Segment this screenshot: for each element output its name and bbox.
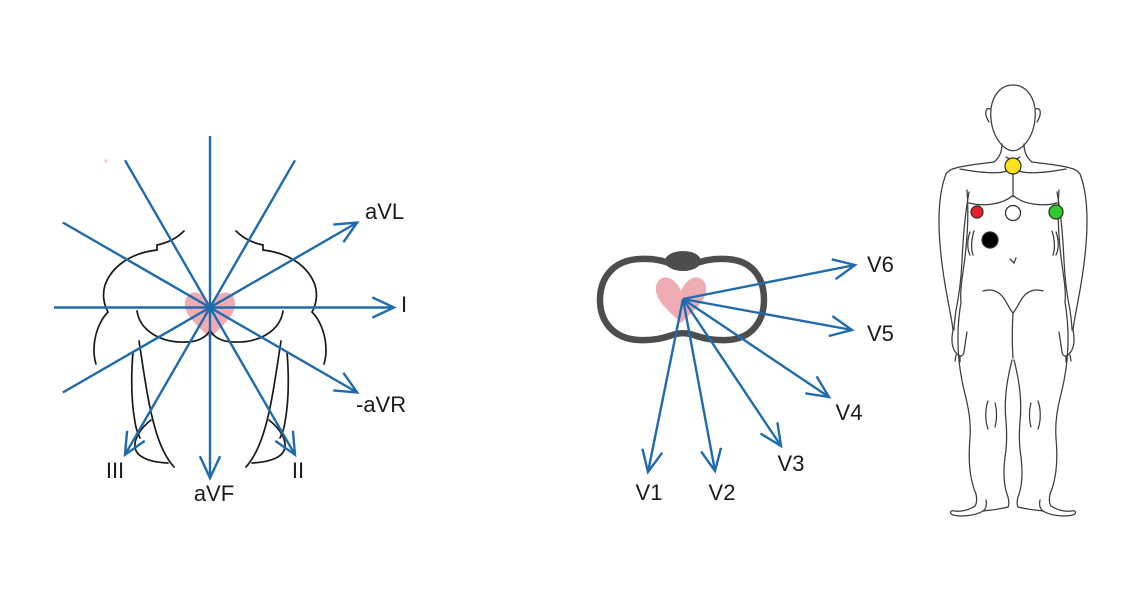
lead-arrow-v1: V1 [636, 298, 685, 505]
lead-arrow-v2: V2 [681, 298, 736, 505]
lead-label-v6: V6 [867, 252, 894, 277]
lead-arrow-v5: V5 [682, 297, 894, 346]
lead-label-avf: aVF [194, 481, 234, 506]
lead-label-avl: aVL [365, 199, 404, 224]
arrowhead [333, 221, 360, 243]
lead-label-i: I [401, 292, 407, 317]
lead-axis-neg-avr: -aVR [62, 221, 406, 417]
arrowhead [700, 447, 723, 474]
lead-arrow-v3: V3 [682, 298, 805, 476]
lead-label-iii: III [106, 458, 124, 483]
lead-label-ii: II [292, 458, 304, 483]
precordial-arrows: V1 V2 V3 V4 V5 [636, 252, 894, 505]
heart-icon [655, 277, 707, 323]
electrode-black [981, 231, 999, 249]
hexaxial-diagram: aVL I -aVR II aVF [54, 136, 407, 506]
arrowhead [828, 315, 855, 338]
arrowhead [198, 455, 222, 481]
lead-arrow-v6: V6 [682, 252, 894, 301]
lead-label-v3: V3 [778, 451, 805, 476]
arrowhead [371, 296, 397, 319]
lead-label-neg-avr: -aVR [356, 392, 406, 417]
arrowhead [831, 258, 858, 281]
lead-axis-i: I [54, 292, 407, 319]
lead-arrow-v4: V4 [682, 298, 863, 425]
electrodes [970, 157, 1064, 249]
electrode-green [1048, 204, 1064, 220]
body-figure [938, 84, 1088, 517]
arrowhead [274, 430, 297, 458]
arrowhead [805, 375, 832, 399]
stray-pink-dot [104, 159, 108, 163]
arrowhead [759, 422, 783, 449]
body-outline [938, 84, 1088, 517]
arrowhead [123, 430, 146, 458]
lead-label-v1: V1 [636, 480, 663, 505]
hexaxial-axes: aVL I -aVR II aVF [54, 136, 407, 506]
lead-label-v5: V5 [867, 321, 894, 346]
electrode-yellow [1004, 157, 1022, 175]
electrode-red [970, 205, 984, 219]
arrowhead [333, 372, 360, 394]
arrowhead [641, 448, 664, 475]
lead-label-v4: V4 [836, 400, 863, 425]
lead-axis-avl: aVL [62, 199, 404, 394]
electrode-white [1004, 204, 1022, 222]
precordial-diagram: V1 V2 V3 V4 V5 [596, 251, 894, 505]
lead-label-v2: V2 [709, 480, 736, 505]
spinous-process-bump [665, 251, 701, 271]
lead-axis-iii: III [106, 159, 297, 483]
